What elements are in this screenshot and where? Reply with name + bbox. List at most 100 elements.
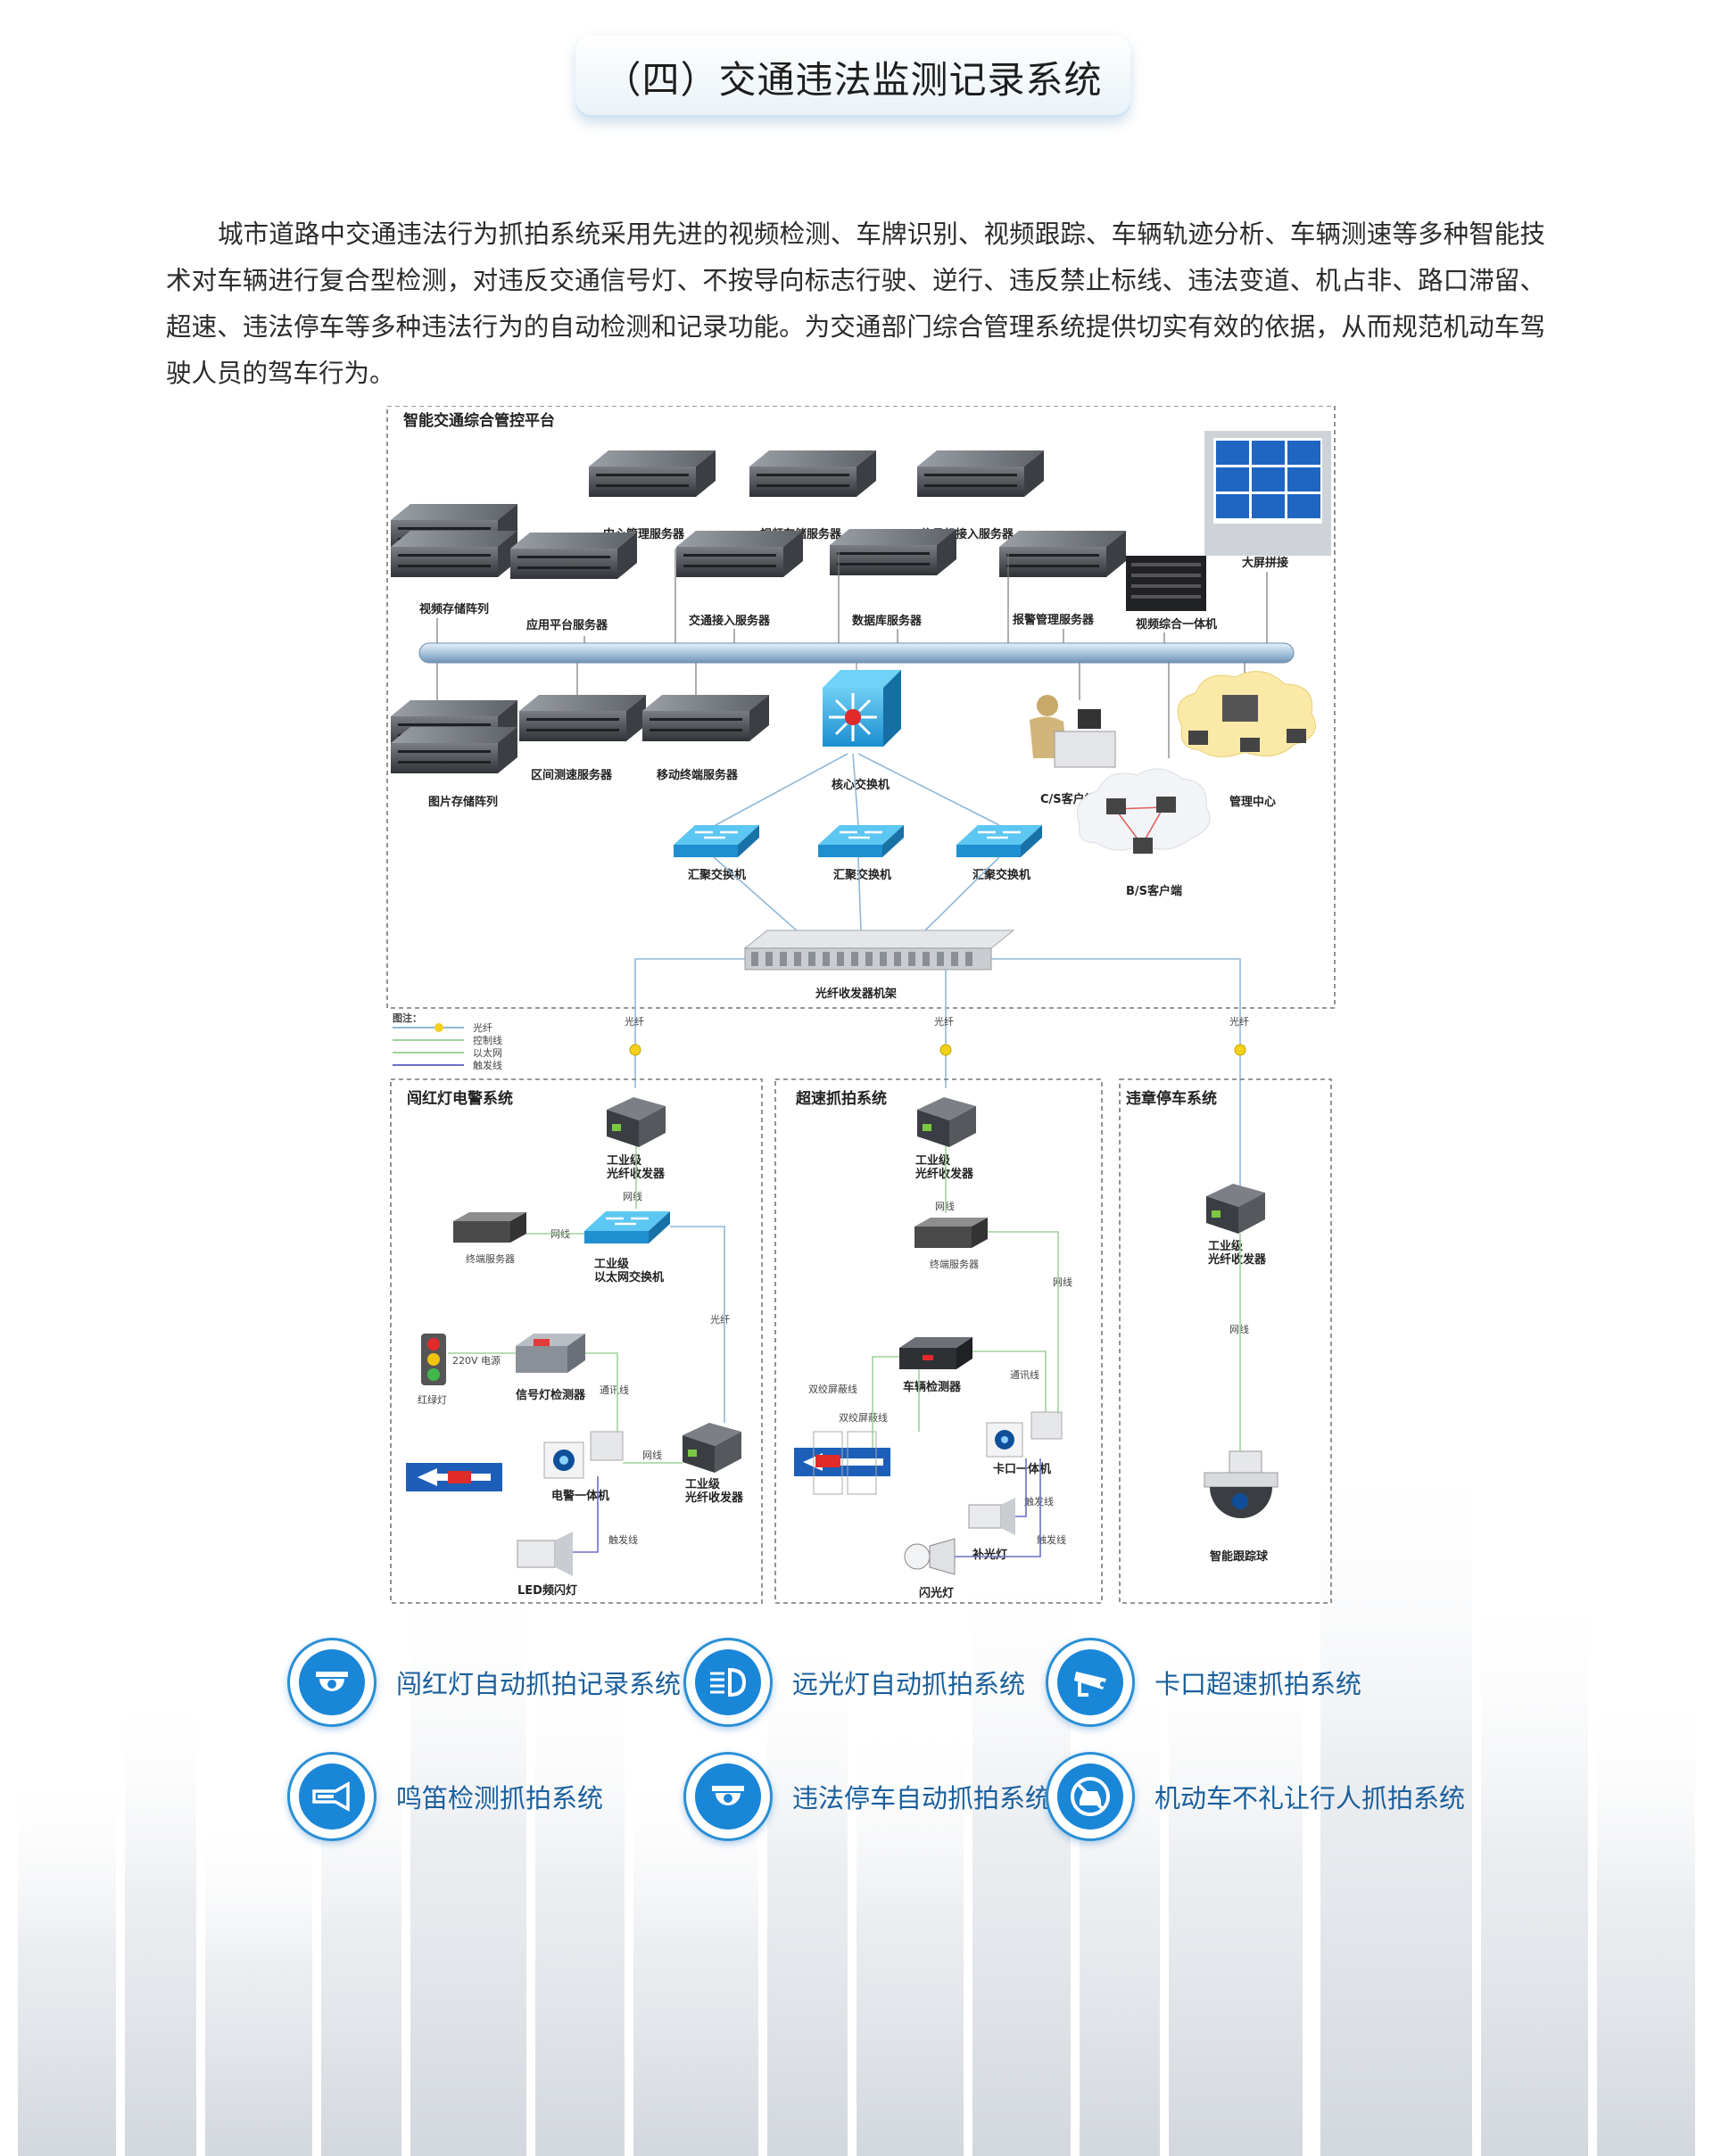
label-big-screen: 大屏拼接 xyxy=(1242,556,1288,570)
agg-switch-icon xyxy=(816,823,906,859)
storage-array-icon xyxy=(391,504,517,577)
direction-sign-icon xyxy=(406,1463,502,1491)
strobe-light-icon xyxy=(904,1538,956,1575)
sub3-netline-label: 网线 xyxy=(1229,1323,1249,1335)
intro-paragraph: 城市道路中交通违法行为抓拍系统采用先进的视频检测、车牌识别、视频跟踪、车辆轨迹分… xyxy=(166,219,1545,388)
legend xyxy=(393,1023,464,1066)
server-icon xyxy=(830,529,956,575)
dome-camera-icon xyxy=(287,1638,377,1727)
legend-control: 控制线 xyxy=(473,1034,502,1046)
server-icon xyxy=(999,531,1126,577)
label-app-server: 应用平台服务器 xyxy=(526,618,608,632)
feature-red-light: 闯红灯自动抓拍记录系统 xyxy=(287,1638,681,1727)
road-loop-sign-icon xyxy=(794,1431,890,1495)
fiber-transceiver-icon xyxy=(1206,1184,1265,1234)
agg-switch-icon xyxy=(955,823,1044,859)
bs-client-cloud-icon xyxy=(1077,768,1211,854)
fiber-transceiver-icon xyxy=(917,1097,976,1147)
legend-title: 图注： xyxy=(393,1012,422,1024)
terminal-server-icon xyxy=(914,1218,988,1248)
server-icon xyxy=(519,695,646,741)
label-access-server: 交通接入服务器 xyxy=(689,614,771,628)
storage-array-icon xyxy=(391,700,517,773)
speed-dome-camera-icon xyxy=(1204,1450,1279,1518)
sub3-title: 违章停车系统 xyxy=(1126,1089,1217,1108)
terminal-server-icon xyxy=(453,1212,526,1243)
feature-label: 卡口超速抓拍系统 xyxy=(1154,1669,1362,1699)
label-video-unit: 视频综合一体机 xyxy=(1136,617,1217,632)
sub2-terminal-label: 终端服务器 xyxy=(930,1258,979,1270)
sub1-detector-label: 信号灯检测器 xyxy=(516,1388,586,1402)
sub1-title: 闯红灯电警系统 xyxy=(407,1089,513,1108)
label-storage-array: 视频存储阵列 xyxy=(419,602,489,616)
server-icon xyxy=(642,695,769,741)
label-mgmt-center: 管理中心 xyxy=(1229,795,1276,809)
ethernet-switch-icon xyxy=(583,1210,672,1245)
label-agg-switch-3: 汇聚交换机 xyxy=(972,868,1030,882)
sub3-transceiver-label: 工业级光纤收发器 xyxy=(1207,1239,1267,1267)
sub1-terminal-label: 终端服务器 xyxy=(466,1252,515,1265)
fiber-transceiver-icon xyxy=(683,1423,741,1473)
server-icon xyxy=(676,531,803,577)
label-alarm-server: 报警管理服务器 xyxy=(1013,613,1095,627)
sub3-dome-label: 智能跟踪球 xyxy=(1210,1549,1269,1564)
label-bs-client: B/S客户端 xyxy=(1126,884,1182,898)
traffic-light-icon xyxy=(421,1334,446,1385)
vehicle-detector-icon xyxy=(899,1337,972,1369)
network-backbone-bus xyxy=(418,642,1295,664)
label-agg-switch-2: 汇聚交换机 xyxy=(833,868,891,882)
video-integrated-unit-icon xyxy=(1126,556,1206,611)
sub2-comm-label: 通讯线 xyxy=(1010,1368,1039,1381)
label-fiber-1: 光纤 xyxy=(625,1015,644,1028)
feature-label: 鸣笛检测抓拍系统 xyxy=(396,1783,604,1813)
feature-label: 机动车不礼让行人抓拍系统 xyxy=(1154,1783,1466,1813)
fiber-rack-icon xyxy=(743,929,1015,971)
cs-client-person-icon xyxy=(1030,695,1116,768)
fiber-transceiver-icon xyxy=(607,1097,666,1147)
sub1-traffic-light-label: 红绿灯 xyxy=(418,1393,447,1406)
sub2-fill-light-label: 补光灯 xyxy=(972,1548,1007,1562)
sub2-trigger1-label: 触发线 xyxy=(1024,1495,1054,1508)
sub2-title: 超速抓拍系统 xyxy=(796,1089,887,1108)
label-core-switch: 核心交换机 xyxy=(832,778,890,792)
label-agg-switch-1: 汇聚交换机 xyxy=(688,868,746,882)
sub2-trigger2-label: 触发线 xyxy=(1037,1533,1066,1546)
video-wall-icon xyxy=(1204,431,1331,556)
label-fiber-rack: 光纤收发器机架 xyxy=(815,987,897,1001)
sub1-comm-label: 通讯线 xyxy=(600,1384,629,1396)
sub2-twisted2-label: 双绞屏蔽线 xyxy=(839,1411,888,1424)
fiber-connector-icon xyxy=(629,1044,641,1056)
label-mobile-server: 移动终端服务器 xyxy=(657,768,739,782)
system-architecture-diagram: 智能交通综合管控平台 大屏拼接 中心管理服务器 视频存储服务器 信号机接入服务器… xyxy=(386,406,1336,1604)
feature-label: 违法停车自动抓拍系统 xyxy=(792,1783,1052,1813)
signal-detector-icon xyxy=(516,1334,585,1373)
management-center-cloud-icon xyxy=(1177,671,1316,757)
sub1-flash-label: LED频闪灯 xyxy=(517,1583,577,1598)
legend-ethernet: 以太网 xyxy=(473,1047,502,1059)
legend-fiber: 光纤 xyxy=(473,1021,492,1034)
feature-illegal-parking: 违法停车自动抓拍系统 xyxy=(683,1752,1051,1841)
server-icon xyxy=(917,450,1044,497)
server-icon xyxy=(510,533,637,579)
horn-icon xyxy=(287,1752,377,1841)
feature-horn: 鸣笛检测抓拍系统 xyxy=(287,1752,603,1841)
cctv-camera-icon xyxy=(1046,1638,1135,1727)
feature-high-beam: 远光灯自动抓拍系统 xyxy=(683,1638,1025,1727)
fiber-connector-icon xyxy=(939,1044,952,1056)
sub1-netline3-label: 网线 xyxy=(642,1449,662,1461)
sub1-transceiver2-label: 工业级光纤收发器 xyxy=(684,1477,744,1505)
core-switch-icon xyxy=(823,670,901,747)
server-icon xyxy=(749,450,876,497)
label-fiber-2: 光纤 xyxy=(934,1015,954,1028)
sub2-transceiver-label: 工业级光纤收发器 xyxy=(914,1153,974,1181)
label-speed-server: 区间测速服务器 xyxy=(531,768,613,782)
platform-title: 智能交通综合管控平台 xyxy=(403,411,555,430)
fiber-connector-icon xyxy=(1234,1044,1246,1056)
sub1-camera-label: 电警一体机 xyxy=(551,1489,609,1503)
fill-light-icon xyxy=(968,1498,1015,1535)
sub2-vehicle-detector-label: 车辆检测器 xyxy=(903,1380,962,1394)
agg-switch-icon xyxy=(672,823,761,859)
feature-label: 远光灯自动抓拍系统 xyxy=(792,1669,1026,1699)
sub2-twisted1-label: 双绞屏蔽线 xyxy=(808,1383,857,1395)
police-camera-icon xyxy=(543,1431,624,1479)
